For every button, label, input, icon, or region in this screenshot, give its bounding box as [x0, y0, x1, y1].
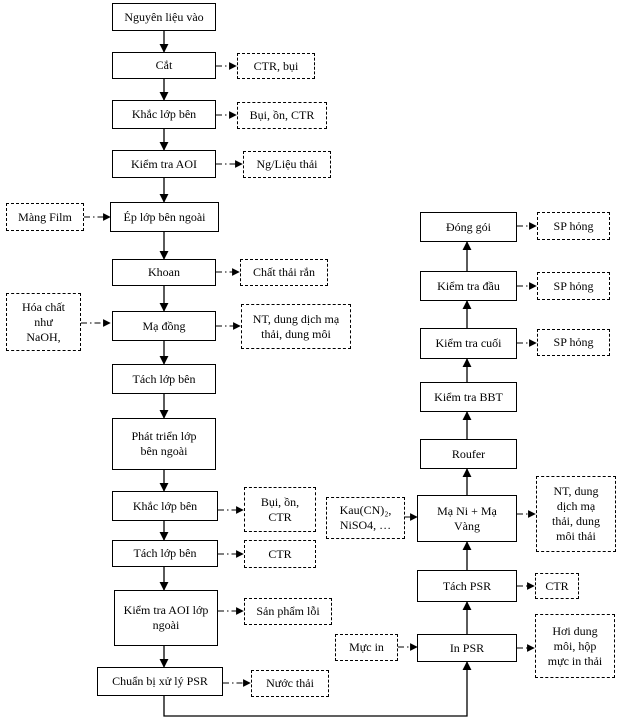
output-ctr-bui: CTR, bụi	[237, 53, 315, 79]
output-bui-on-ctr-2: Bụi, ồn, CTR	[244, 487, 316, 532]
step-in-psr: In PSR	[417, 634, 517, 662]
step-khac-lop-ben-2: Khắc lớp bên	[112, 491, 218, 521]
output-bui-on-ctr-1: Bụi, ồn, CTR	[237, 102, 327, 129]
input-muc-in: Mực in	[335, 634, 398, 661]
step-tach-lop-ben-2: Tách lớp bên	[112, 540, 218, 567]
step-phat-trien-lop-ben-ngoai: Phát triển lớp bên ngoài	[112, 418, 216, 470]
output-sp-hong-1: SP hỏng	[537, 329, 610, 356]
step-kiem-tra-cuoi: Kiểm tra cuối	[420, 328, 517, 359]
step-ep-lop-ben-ngoai: Ép lớp bên ngoài	[110, 202, 219, 232]
step-kiem-tra-aoi: Kiểm tra AOI	[112, 150, 216, 178]
output-nt-dung-dich-ma-2: NT, dung dịch mạ thải, dung môi thải	[536, 476, 616, 552]
input-mang-film: Màng Film	[6, 203, 84, 231]
output-san-pham-loi: Sản phẩm lỗi	[244, 598, 332, 625]
step-roufer: Roufer	[420, 439, 517, 469]
output-ctr-2: CTR	[535, 573, 579, 599]
output-sp-hong-3: SP hỏng	[537, 212, 610, 240]
step-tach-psr: Tách PSR	[417, 570, 517, 602]
step-chuan-bi-xu-ly-psr: Chuẩn bị xử lý PSR	[97, 667, 223, 696]
input-kau-cn-niso4: Kau(CN)₂, NiSO4, …	[326, 497, 405, 539]
step-kiem-tra-aoi-lop-ngoai: Kiểm tra AOI lớp ngoài	[114, 590, 218, 646]
output-sp-hong-2: SP hỏng	[537, 272, 610, 300]
output-hoi-dung-moi: Hơi dung môi, hộp mực in thải	[535, 614, 615, 678]
input-hoa-chat-naoh: Hóa chất như NaOH,	[6, 293, 81, 351]
step-ma-dong: Mạ đồng	[112, 311, 216, 341]
step-kiem-tra-bbt: Kiểm tra BBT	[420, 382, 517, 412]
step-nguyen-lieu-vao: Nguyên liệu vào	[112, 3, 216, 31]
output-ctr-1: CTR	[244, 540, 316, 568]
step-dong-goi: Đóng gói	[420, 212, 517, 242]
output-nuoc-thai: Nước thải	[251, 670, 329, 697]
arrow-psr-to-in-psr	[163, 661, 472, 717]
step-khac-lop-ben-1: Khắc lớp bên	[112, 100, 216, 129]
step-cat: Cắt	[112, 52, 216, 79]
output-ng-lieu-thai: Ng/Liệu thải	[243, 151, 331, 178]
step-kiem-tra-dau: Kiểm tra đầu	[420, 271, 517, 301]
output-chat-thai-ran: Chất thải rắn	[240, 259, 328, 286]
output-nt-dung-dich-ma-1: NT, dung dịch mạ thải, dung môi	[241, 304, 351, 349]
step-khoan: Khoan	[112, 259, 216, 286]
step-tach-lop-ben-1: Tách lớp bên	[112, 364, 216, 394]
step-ma-ni-ma-vang: Mạ Ni + Mạ Vàng	[417, 495, 517, 542]
